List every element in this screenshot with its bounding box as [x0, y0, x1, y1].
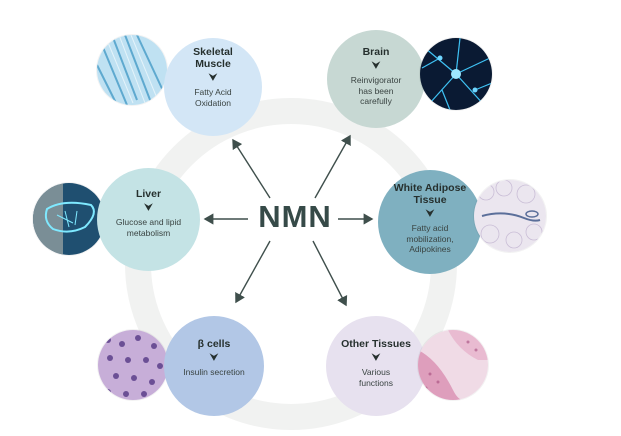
node-liver: Liver ⮟ Glucose and lipid metabolism	[97, 168, 200, 271]
arrow-to-beta-cells	[236, 241, 270, 302]
beta-cells-image	[98, 330, 168, 400]
node-title: Brain	[363, 46, 390, 58]
node-brain: Brain ⮟ Reinvigorator has been carefully	[327, 30, 425, 128]
node-description: Reinvigorator has been carefully	[343, 75, 409, 107]
node-title: Skeletal Muscle	[183, 46, 243, 70]
down-arrow-icon: ⮟	[144, 202, 153, 214]
down-arrow-icon: ⮟	[208, 72, 217, 84]
node-description: Insulin secretion	[174, 367, 254, 378]
center-label-nmn: NMN	[250, 199, 340, 239]
down-arrow-icon: ⮟	[371, 60, 380, 72]
node-other-tissues: Other Tissues ⮟ Various functions	[326, 316, 426, 416]
adipose-tissue-image	[474, 180, 546, 252]
brain-neurons-image	[420, 38, 492, 110]
down-arrow-icon: ⮟	[209, 352, 218, 364]
node-white-adipose-tissue: White Adipose Tissue ⮟ Fatty acid mobili…	[378, 170, 482, 274]
node-description: Fatty acid mobilization, Adipokines	[398, 223, 462, 255]
liver-image	[33, 183, 105, 255]
node-title: White Adipose Tissue	[385, 182, 475, 206]
arrow-to-brain	[315, 136, 350, 198]
node-skeletal-muscle: Skeletal Muscle ⮟ Fatty Acid Oxidation	[164, 38, 262, 136]
other-tissues-image	[418, 330, 488, 400]
down-arrow-icon: ⮟	[425, 208, 434, 220]
node-title: Liver	[136, 188, 161, 200]
down-arrow-icon: ⮟	[371, 352, 380, 364]
node-description: Fatty Acid Oxidation	[185, 87, 241, 108]
arrow-to-skeletal-muscle	[233, 140, 270, 198]
node-description: Glucose and lipid metabolism	[109, 217, 189, 238]
node-title: β cells	[198, 338, 231, 350]
skeletal-muscle-image	[97, 35, 167, 105]
node-description: Various functions	[348, 367, 404, 388]
node-beta-cells: β cells ⮟ Insulin secretion	[164, 316, 264, 416]
arrow-to-other-tissues	[313, 241, 346, 305]
node-title: Other Tissues	[341, 338, 411, 350]
